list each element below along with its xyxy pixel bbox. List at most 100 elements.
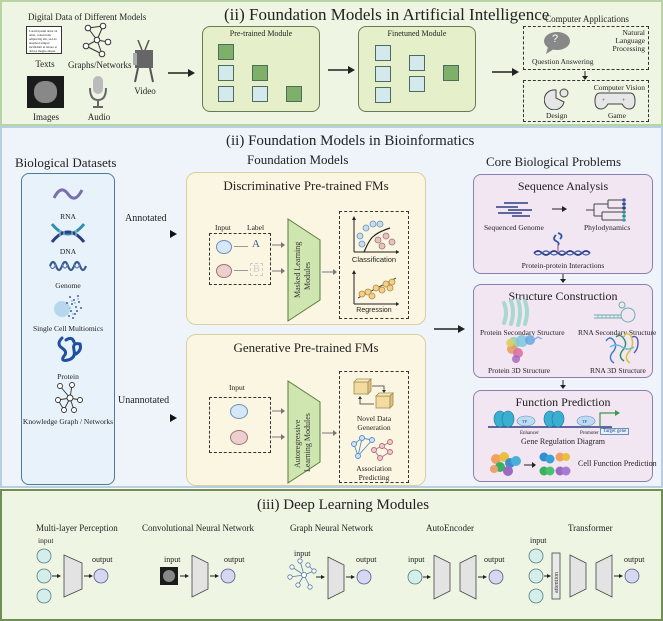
label-label: Label xyxy=(247,223,265,232)
sequence-analysis-title: Sequence Analysis xyxy=(517,179,609,193)
design-icon xyxy=(544,88,569,110)
mlp-diagram xyxy=(36,548,109,604)
finetuned-module-box: Finetuned Module xyxy=(358,26,476,112)
input-node xyxy=(528,548,544,564)
input-node xyxy=(36,588,52,604)
input-label: Input xyxy=(215,223,231,232)
knowledge-graph-label: Knowledge Graph / Networks xyxy=(22,417,114,426)
network-block xyxy=(191,555,209,598)
function-prediction-box: Function Prediction TF TF Target gene En… xyxy=(473,390,657,482)
protein-secondary-label: Protein Secondary Structure xyxy=(480,328,565,337)
output-node xyxy=(488,569,504,585)
pretrained-module-box: Pre-trained Module xyxy=(202,26,320,112)
network-block xyxy=(327,556,345,600)
sequenced-genome-label: Sequenced Genome xyxy=(484,223,544,232)
classification-plot-icon xyxy=(352,216,399,254)
phylodynamics-label: Phylodynamics xyxy=(584,223,631,232)
function-prediction-title: Function Prediction xyxy=(515,395,611,409)
module-block xyxy=(409,55,425,71)
label-a: A xyxy=(252,238,260,250)
dl-section-title: (iii) Deep Learning Modules xyxy=(257,497,430,513)
promoter-label: Promoter xyxy=(580,431,599,436)
module-block xyxy=(375,66,391,82)
transformer-title: Transformer xyxy=(568,523,613,533)
phylogenetic-tree-icon xyxy=(586,198,626,222)
annotated-arrow-icon xyxy=(120,230,177,238)
labeled-input-box: A B xyxy=(209,233,271,285)
encoder-block xyxy=(569,554,587,598)
pretrained-module-title: Pre-trained Module xyxy=(229,29,293,38)
output-node xyxy=(356,569,372,585)
digital-data-heading: Digital Data of Different Models xyxy=(28,12,147,22)
arrow-right-icon xyxy=(434,325,465,333)
dna-icon xyxy=(50,223,86,243)
input-label: input xyxy=(164,555,181,564)
dna-label: DNA xyxy=(59,247,77,256)
cell-function-label: Cell Function Prediction xyxy=(578,459,657,468)
module-block xyxy=(409,76,425,92)
svg-text:+: + xyxy=(602,98,606,104)
annotated-label: Annotated xyxy=(125,213,167,224)
arrow-right-icon xyxy=(168,69,195,77)
video-tv-icon xyxy=(133,40,154,83)
input-node xyxy=(230,404,248,419)
images-brain-scan-icon xyxy=(27,76,64,108)
single-cell-icon xyxy=(54,295,82,319)
module-block xyxy=(218,65,234,81)
rna-icon xyxy=(52,188,84,200)
knowledge-graph-icon xyxy=(55,382,83,413)
arrow-down-icon xyxy=(560,380,566,389)
rna-secondary-structure-icon xyxy=(594,301,636,323)
input-node xyxy=(528,588,544,604)
decoder-block xyxy=(459,555,477,600)
transformer-diagram: attention xyxy=(528,548,640,604)
input-label: input xyxy=(38,536,54,545)
classification-label: Classification xyxy=(351,255,397,264)
input-node xyxy=(216,240,232,254)
masked-learning-module: Masked Learning Modules xyxy=(287,218,321,322)
tf-label: TF xyxy=(522,419,528,424)
regression-label: Regression xyxy=(356,307,392,314)
gnn-title: Graph Neural Network xyxy=(290,523,373,533)
text-document-icon: Lorem ipsum dolor sit amet, consectetur … xyxy=(26,26,62,54)
input-node xyxy=(36,548,52,564)
video-label: Video xyxy=(134,86,156,96)
module-block xyxy=(218,86,234,102)
output-node xyxy=(624,568,640,584)
output-arrow xyxy=(322,430,337,436)
attention-label: attention xyxy=(554,572,560,593)
gene-regulation-diagram-icon: TF TF xyxy=(488,410,620,428)
attention-block xyxy=(551,552,561,600)
discriminative-output-box: Classification Regression xyxy=(339,211,409,319)
design-label: Design xyxy=(546,111,568,120)
protein-icon xyxy=(57,336,82,362)
output-label: output xyxy=(224,555,245,564)
module-block xyxy=(218,44,234,60)
novel-data-cubes-icon xyxy=(353,378,394,409)
unlabeled-input-box xyxy=(209,397,271,453)
single-cell-multiomics-label: Single Cell Multiomics xyxy=(32,324,103,333)
graphs-networks-label: Graphs/Networks xyxy=(68,60,132,70)
texts-label: Texts xyxy=(35,59,55,69)
speech-bubble-icon xyxy=(544,32,570,54)
game-controller-icon: ++ xyxy=(594,92,636,110)
protein-dna-interaction-icon xyxy=(533,232,591,256)
output-label: output xyxy=(356,555,377,564)
module-block xyxy=(252,65,268,81)
autoencoder-title: AutoEncoder xyxy=(426,523,474,533)
nlp-label: Natural Language Processing xyxy=(612,28,646,53)
genome-icon xyxy=(48,260,88,272)
output-arrow xyxy=(322,269,337,275)
svg-text:+: + xyxy=(622,98,626,104)
output-label: output xyxy=(484,555,505,564)
input-arrows xyxy=(272,408,285,440)
deep-learning-modules-section: (iii) Deep Learning Modules Multi-layer … xyxy=(0,489,663,621)
computer-vision-label: Computer Vision xyxy=(593,83,645,92)
autoencoder-diagram xyxy=(407,555,504,600)
target-gene-label: Target gene xyxy=(600,428,630,435)
discriminative-fm-title: Discriminative Pre-trained FMs xyxy=(223,178,389,193)
audio-label: Audio xyxy=(87,112,111,122)
output-label: output xyxy=(92,555,113,564)
